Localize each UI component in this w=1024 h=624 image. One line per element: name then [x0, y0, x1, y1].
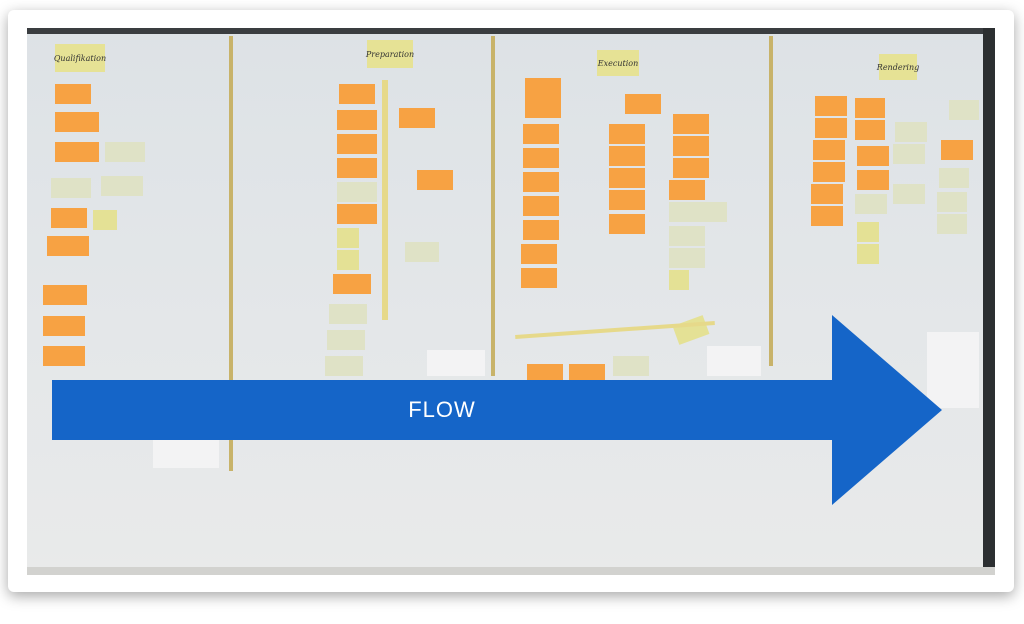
sticky-note [609, 168, 645, 188]
sticky-note [949, 100, 979, 120]
sticky-note [811, 184, 843, 204]
whiteboard-edge [983, 28, 995, 575]
column-divider [491, 36, 495, 376]
sticky-note [55, 84, 91, 104]
sticky-note [327, 330, 365, 350]
paper-sheet [153, 438, 219, 468]
sticky-note [523, 196, 559, 216]
sticky-note [405, 242, 439, 262]
sticky-note [337, 134, 377, 154]
paper-sheet [427, 350, 485, 376]
sticky-note [855, 120, 885, 140]
column-header-preparation: Preparation [366, 40, 414, 68]
sticky-note [609, 146, 645, 166]
sticky-note [325, 356, 363, 376]
sticky-note [523, 220, 559, 240]
sticky-note [669, 270, 689, 290]
sticky-note [55, 142, 99, 162]
column-divider [229, 36, 233, 471]
sticky-note [523, 124, 559, 144]
tape-strip [382, 80, 388, 320]
flow-arrow-icon [52, 315, 942, 505]
sticky-note [337, 228, 359, 248]
sticky-note [811, 206, 843, 226]
column-header-rendering: Rendering [877, 54, 919, 80]
sticky-note [613, 356, 649, 376]
sticky-note [855, 98, 885, 118]
sticky-note [895, 122, 927, 142]
sticky-note [43, 346, 85, 366]
sticky-note [51, 178, 91, 198]
sticky-note [813, 140, 845, 160]
sticky-note [669, 180, 705, 200]
sticky-note [815, 96, 847, 116]
sticky-note [337, 250, 359, 270]
sticky-note [337, 182, 377, 202]
sticky-note [857, 222, 879, 242]
sticky-note [609, 190, 645, 210]
sticky-note [857, 146, 889, 166]
sticky-note [673, 114, 709, 134]
flow-label: FLOW [408, 397, 476, 422]
sticky-note [333, 274, 371, 294]
sticky-note [399, 108, 435, 128]
sticky-note [857, 244, 879, 264]
column-header-execution: Execution [597, 50, 639, 76]
sticky-note [523, 172, 559, 192]
sticky-note [339, 84, 375, 104]
column-header-qualifikation: Qualifikation [54, 44, 106, 72]
sticky-note [855, 194, 887, 214]
sticky-note [893, 144, 925, 164]
sticky-note [669, 202, 727, 222]
paper-sheet [927, 332, 979, 408]
sticky-note [43, 316, 85, 336]
sticky-note [857, 170, 889, 190]
sticky-note [527, 364, 563, 384]
sticky-note [815, 118, 847, 138]
sticky-note [521, 268, 557, 288]
sticky-note [937, 214, 967, 234]
sticky-note [93, 210, 117, 230]
sticky-note [337, 158, 377, 178]
sticky-note [625, 94, 661, 114]
sticky-note [673, 158, 709, 178]
sticky-note [669, 248, 705, 268]
sticky-note [337, 110, 377, 130]
sticky-note [609, 214, 645, 234]
sticky-note [337, 204, 377, 224]
sticky-note [669, 226, 705, 246]
sticky-note [609, 124, 645, 144]
sticky-note [941, 140, 973, 160]
paper-sheet [707, 346, 761, 376]
floor [27, 567, 995, 575]
sticky-note [105, 142, 145, 162]
sticky-note [523, 148, 559, 168]
sticky-note [813, 162, 845, 182]
sticky-note [55, 112, 99, 132]
column-divider [769, 36, 773, 366]
sticky-note [673, 136, 709, 156]
sticky-note [569, 364, 605, 384]
sticky-note [525, 78, 561, 118]
sticky-note [937, 192, 967, 212]
sticky-note [47, 236, 89, 256]
sticky-note [43, 285, 87, 305]
sticky-note [521, 244, 557, 264]
sticky-note [329, 304, 367, 324]
sticky-note [417, 170, 453, 190]
sticky-note [939, 168, 969, 188]
sticky-note [101, 176, 143, 196]
sticky-note [51, 208, 87, 228]
sticky-note [893, 184, 925, 204]
whiteboard-top-rail [27, 28, 995, 34]
